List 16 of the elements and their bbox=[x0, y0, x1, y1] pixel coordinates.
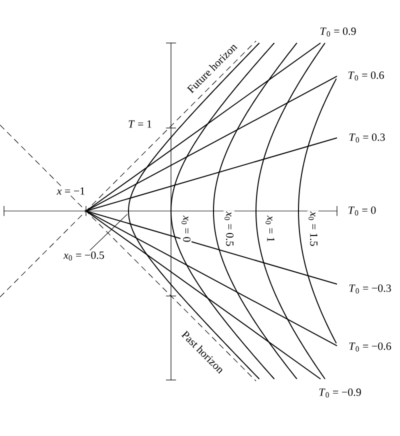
curve-label: T$_{0}$ = 0 bbox=[348, 206, 376, 216]
curve-label: x$_{0}$ = 0 bbox=[180, 214, 192, 244]
axis-label: T = 1 bbox=[128, 120, 152, 128]
curve-label: T$_{0}$ = −0.6 bbox=[349, 342, 392, 352]
curve-label: x$_{0}$ = −0.5 bbox=[63, 252, 104, 261]
axis-label: x = −1 bbox=[56, 186, 86, 196]
curve-label: T$_{0}$ = 0.3 bbox=[349, 133, 385, 143]
curve-label: T$_{0}$ = 0.6 bbox=[348, 71, 384, 81]
curve-label: T$_{0}$ = −0.9 bbox=[319, 388, 361, 398]
curve-label: T$_{0}$ = −0.3 bbox=[349, 284, 391, 294]
curve-label: T$_{0}$ = 0.9 bbox=[320, 27, 356, 37]
leader-line bbox=[90, 214, 128, 251]
curve-label: x$_{0}$ = 0.5 bbox=[223, 210, 235, 248]
hyperbola-curve bbox=[128, 42, 260, 380]
curve-label: x$_{0}$ = 1.5 bbox=[308, 210, 318, 248]
curve-label: x$_{0}$ = 1 bbox=[264, 214, 276, 244]
